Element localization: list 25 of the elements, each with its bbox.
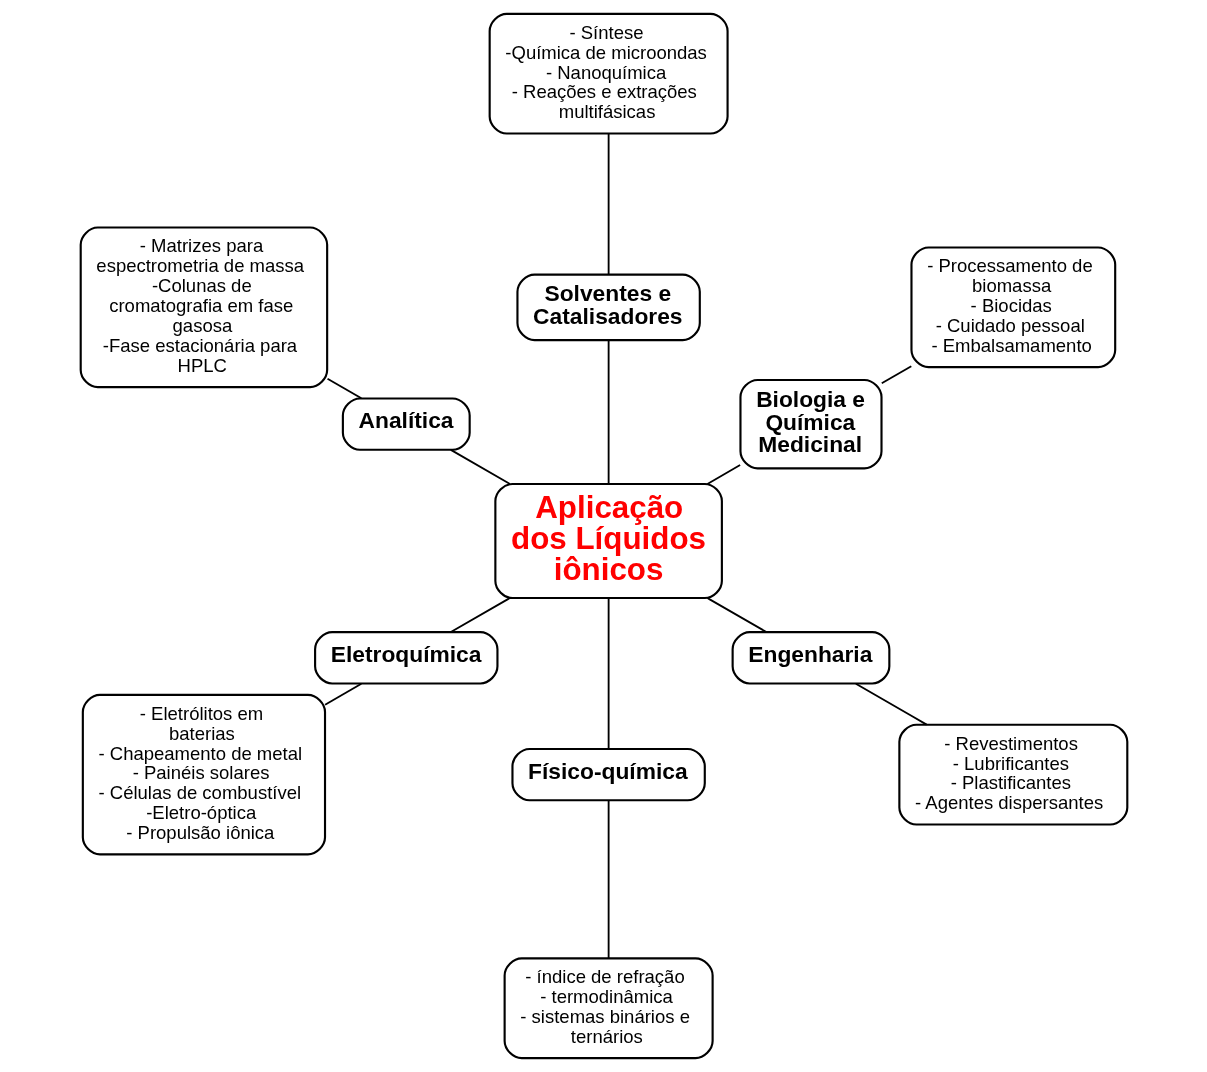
connector — [607, 132, 610, 276]
node-box: Solventes e Catalisadores — [515, 273, 701, 342]
connector — [854, 682, 928, 726]
connector — [607, 339, 610, 485]
node-box: Biologia e Química Medicinal — [738, 378, 883, 470]
node-box: - Eletrólitos em baterias - Chapeamento de metal - Painéis solares - Células de combustível -Eletro-óptica - Propulsão iônica — [81, 693, 326, 856]
node-box: - Revestimentos - Lubrificantes - Plastificantes - Agentes dispersantes — [897, 723, 1128, 826]
connector — [326, 377, 362, 400]
connector — [449, 449, 511, 485]
connector — [706, 597, 767, 633]
connector — [706, 464, 741, 485]
node-box: Aplicação dos Líquidos iônicos — [493, 482, 723, 600]
node-box: Analítica — [341, 397, 471, 451]
node-box: Físico-química — [510, 747, 706, 802]
node-box: Eletroquímica — [313, 631, 498, 685]
node-box: - Síntese -Química de microondas - Nanoquímica - Reações e extrações multifásicas — [488, 12, 729, 135]
connector — [449, 597, 511, 633]
node-box: Engenharia — [731, 631, 890, 685]
node-box: - índice de refração - termodinâmica - sistemas binários e ternários — [503, 957, 714, 1060]
connector — [607, 597, 610, 750]
node-box: - Matrizes para espectrometria de massa -Colunas de cromatografia em fase gasosa -Fase estacionária para HPLC — [79, 226, 328, 389]
connector — [323, 682, 362, 706]
connector — [880, 365, 912, 385]
node-box: - Processamento de biomassa - Biocidas - Cuidado pessoal - Embalsamamento — [909, 246, 1116, 369]
connector — [607, 799, 610, 960]
